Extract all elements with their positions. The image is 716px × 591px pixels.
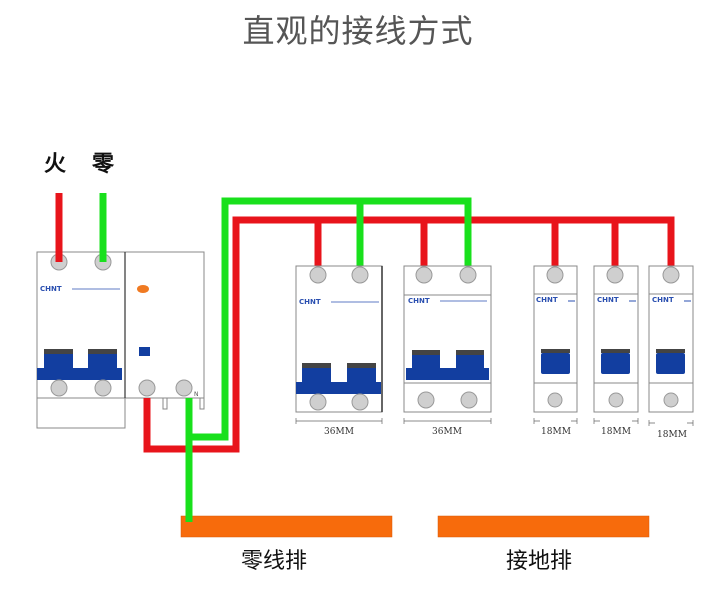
- breaker-2p-1: CHNT 36MM: [295, 265, 383, 437]
- brand-logo: CHNT: [299, 298, 321, 306]
- indicator-icon: [139, 347, 150, 356]
- terminal: [175, 379, 193, 397]
- breaker-1p-1: CHNT 18MM: [533, 265, 578, 437]
- brand-logo: CHNT: [652, 296, 674, 304]
- breaker-2p-2: CHNT 36MM: [403, 265, 492, 437]
- ground-busbar-label: 接地排: [506, 549, 573, 574]
- neutral-busbar: [180, 515, 393, 538]
- terminal: [138, 379, 156, 397]
- width-label: 18MM: [601, 427, 631, 437]
- breaker-1p-2: CHNT 18MM: [593, 265, 639, 437]
- width-label: 36MM: [432, 427, 462, 437]
- width-label: 36MM: [324, 427, 354, 437]
- terminal: [94, 379, 112, 397]
- width-label: 18MM: [657, 430, 687, 440]
- live-distribution-wire: [143, 216, 675, 453]
- live-input-label: 火: [44, 152, 67, 177]
- width-label: 18MM: [541, 427, 571, 437]
- neutral-busbar-label: 零线排: [241, 549, 308, 574]
- brand-logo: CHNT: [536, 296, 558, 304]
- test-led-icon: [137, 285, 149, 293]
- n-marker: N: [194, 391, 199, 398]
- ground-busbar: [437, 515, 650, 538]
- breaker-1p-3: CHNT 18MM: [648, 265, 694, 440]
- neutral-input-label: 零: [92, 152, 115, 177]
- brand-logo: CHNT: [597, 296, 619, 304]
- brand-logo: CHNT: [40, 285, 62, 293]
- brand-logo: CHNT: [408, 297, 430, 305]
- terminal: [50, 379, 68, 397]
- main-rcd-breaker: CHNT N: [36, 251, 205, 429]
- diagram-title: 直观的接线方式: [242, 12, 474, 50]
